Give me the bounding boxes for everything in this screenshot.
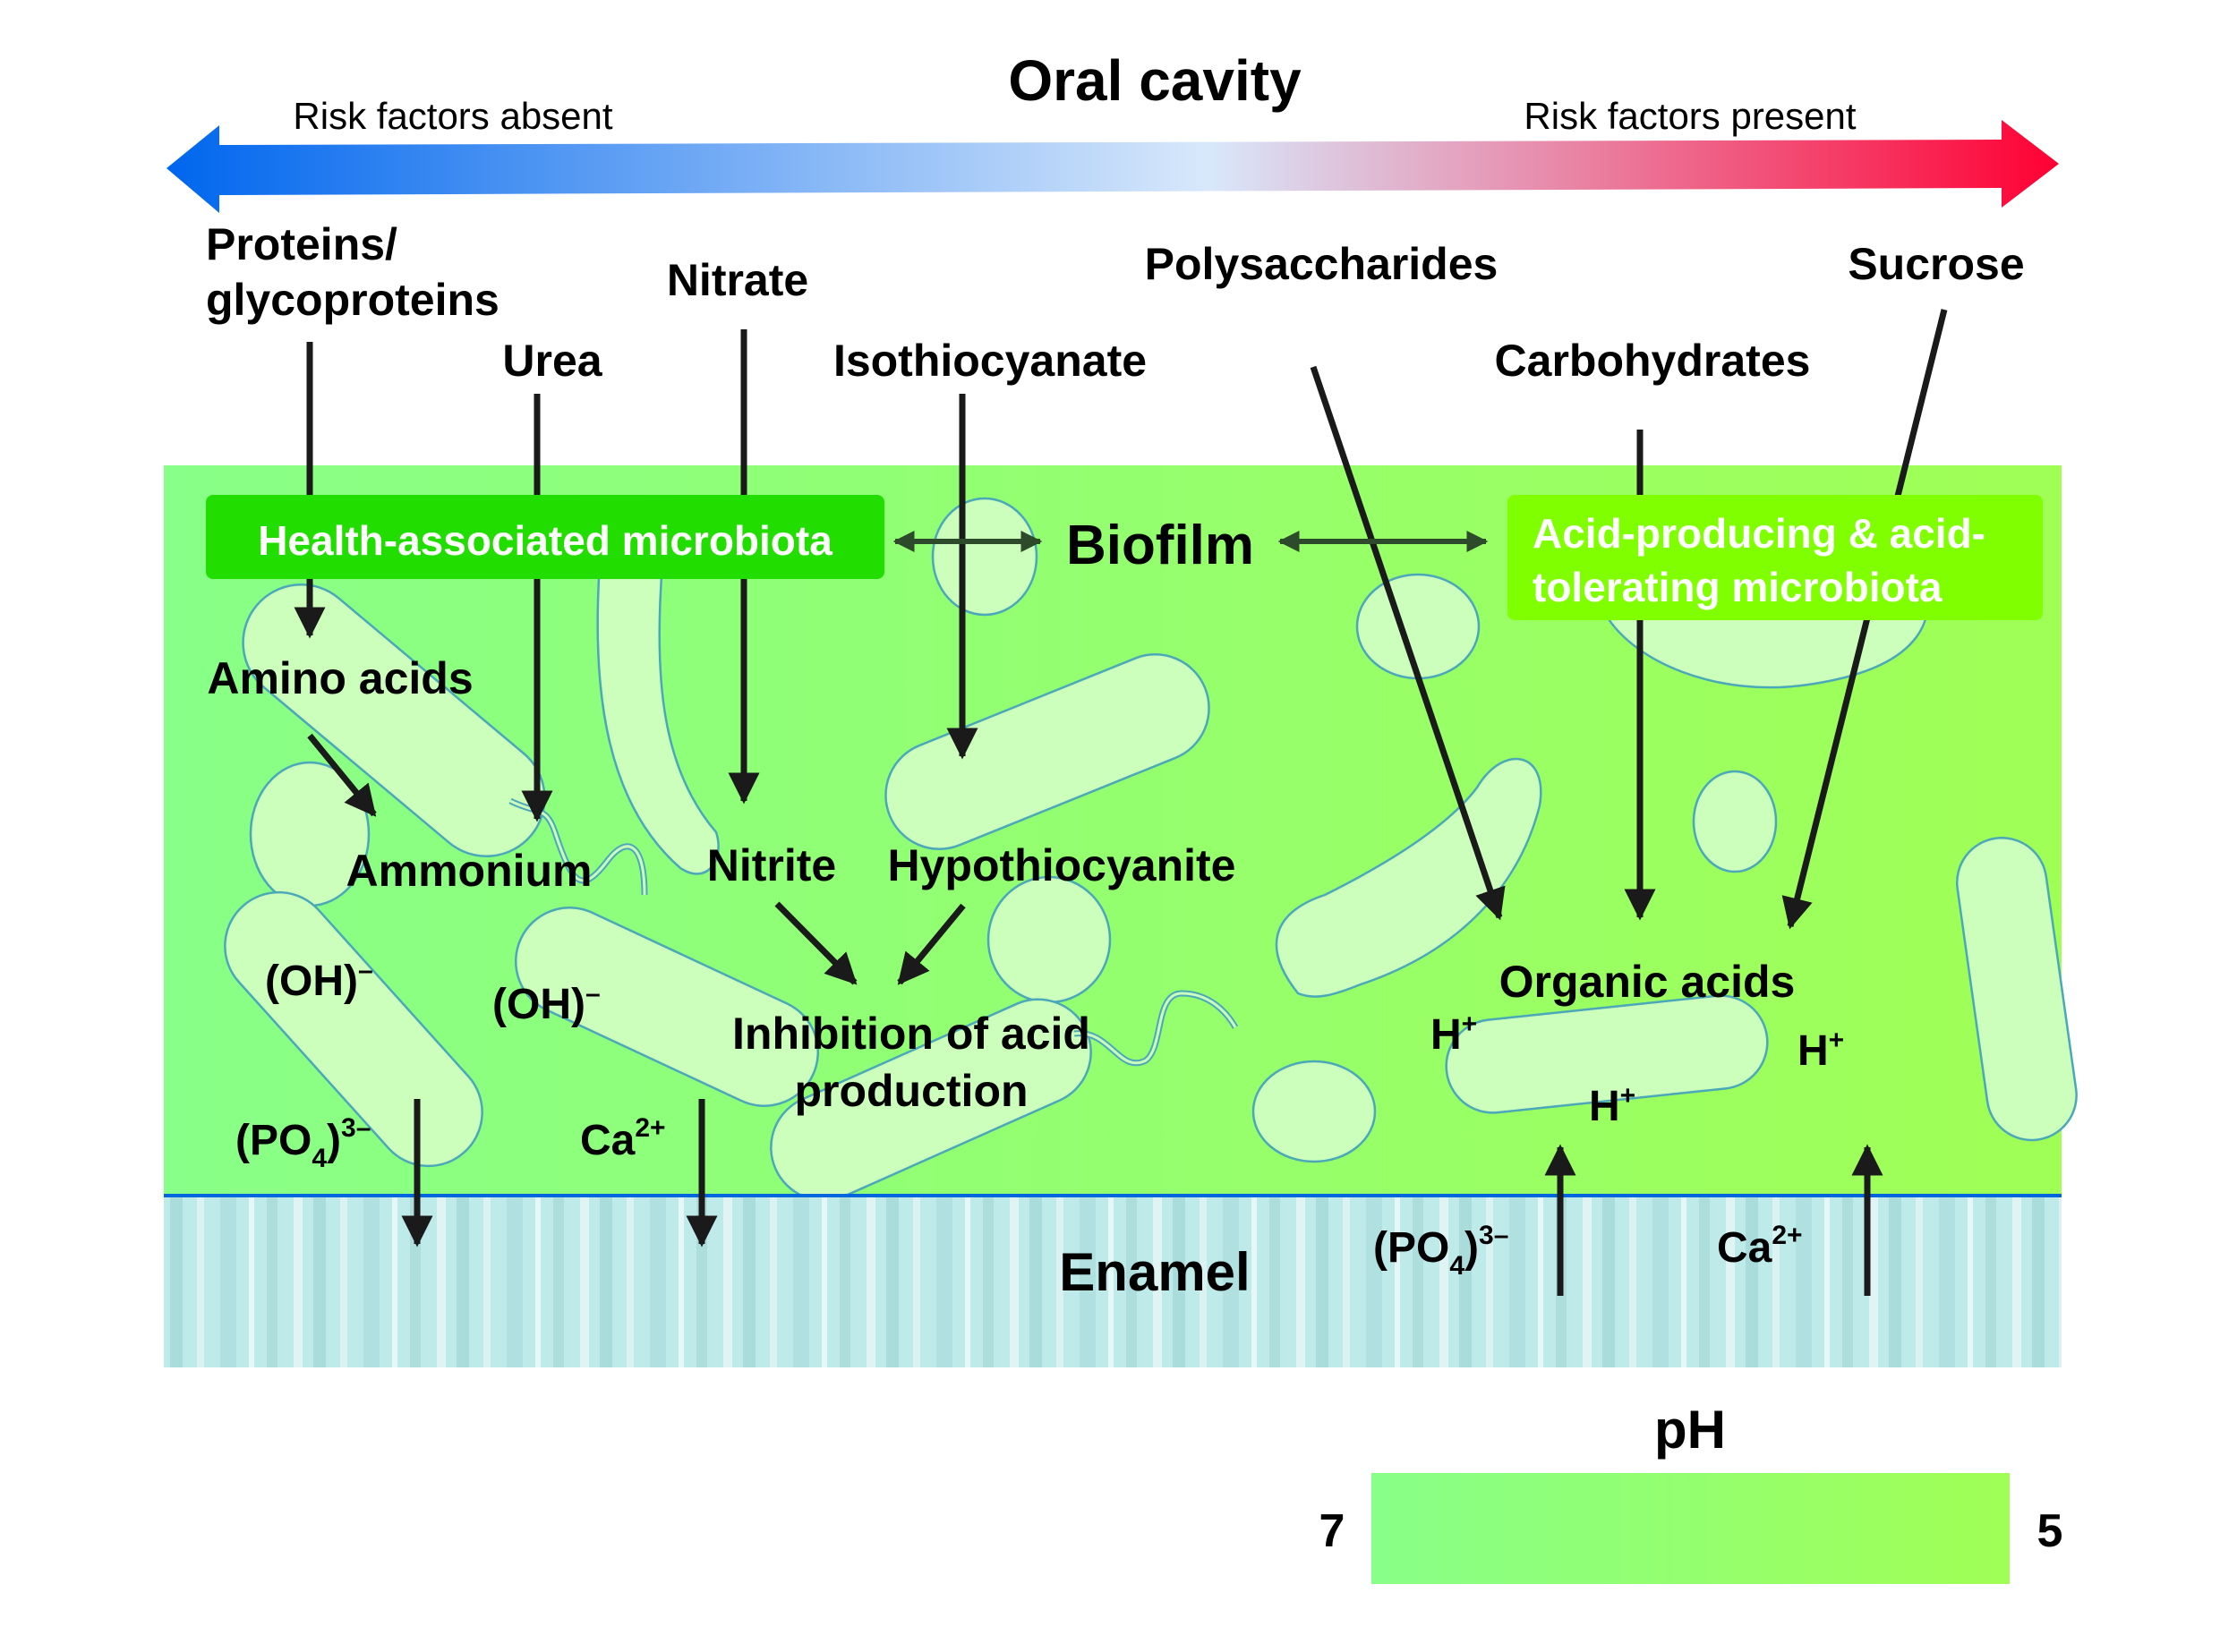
ph-scale-min: 7 (1319, 1505, 1345, 1557)
label-hypothiocyanite: Hypothiocyanite (888, 840, 1236, 890)
flagellum (1073, 992, 1237, 1065)
ph-scale-bar (1371, 1473, 2010, 1584)
ph-scale-title: pH (1654, 1400, 1726, 1460)
label-biofilm: Biofilm (1066, 515, 1254, 576)
label-organic-acids: Organic acids (1499, 957, 1796, 1007)
bacterium-rod (1955, 837, 2078, 1142)
label-sucrose: Sucrose (1848, 239, 2024, 289)
bacterium-curved-rod (1275, 757, 1542, 998)
bacterium-coccus (986, 875, 1112, 1004)
arrow-amino-to-ammonium (307, 733, 377, 817)
bacterium-rod (242, 583, 546, 858)
label-phosphate-enamel: (PO4)3– (1373, 1221, 1508, 1281)
acid-microbiota-label-line1: Acid-producing & acid- (1533, 510, 1985, 557)
arrow-nitrite-to-inhibition (774, 901, 858, 985)
label-amino-acids: Amino acids (207, 653, 473, 703)
label-calcium: Ca2+ (580, 1113, 666, 1164)
bacterium-rod (884, 653, 1210, 850)
label-polysaccharides: Polysaccharides (1145, 239, 1498, 289)
label-glycoproteins: glycoproteins (206, 275, 500, 325)
bacteria-cells (224, 497, 2078, 1202)
label-ammonium: Ammonium (346, 846, 593, 896)
label-proton: H+ (1589, 1081, 1635, 1130)
label-isothiocyanate: Isothiocyanate (833, 336, 1147, 386)
bacterium-curved-rod (596, 562, 720, 875)
label-hydroxide: (OH)– (492, 979, 601, 1028)
bacterium-rod (770, 998, 1092, 1202)
diagram-title: Oral cavity (1008, 48, 1302, 113)
risk-gradient-arrow (166, 120, 2059, 213)
label-nitrite: Nitrite (707, 840, 836, 890)
health-microbiota-label: Health-associated microbiota (258, 517, 832, 564)
health-microbiota-box (206, 495, 884, 579)
label-proton: H+ (1430, 1009, 1477, 1059)
risk-present-label: Risk factors present (1524, 95, 1856, 137)
risk-absent-label: Risk factors absent (293, 95, 612, 137)
label-hydroxide: (OH)– (265, 956, 373, 1005)
ph-scale-max: 5 (2037, 1505, 2063, 1557)
label-inhibition-line1: Inhibition of acid (732, 1009, 1090, 1059)
acid-microbiota-label-line2: tolerating microbiota (1533, 564, 1942, 610)
bacterium-coccus (1355, 573, 1481, 680)
acid-microbiota-box (1507, 495, 2043, 620)
bacterium-rod (514, 907, 820, 1107)
label-inhibition-line2: production (794, 1066, 1028, 1116)
label-proteins: Proteins/ (206, 219, 397, 269)
arrow-hypothiocyanite-to-inhibition (897, 903, 966, 985)
label-nitrate: Nitrate (667, 255, 808, 305)
label-phosphate: (PO4)3– (235, 1113, 371, 1173)
label-urea: Urea (502, 336, 602, 386)
label-calcium-enamel: Ca2+ (1717, 1221, 1803, 1272)
enamel-layer (164, 1195, 2062, 1367)
label-proton: H+ (1797, 1026, 1844, 1075)
bacterium-coccus (1251, 1060, 1377, 1163)
bacterium-coccus (931, 497, 1038, 617)
arrow-polysaccharides-to-organic (1310, 365, 1506, 921)
bacterium-coccus (1692, 770, 1778, 873)
label-carbohydrates: Carbohydrates (1495, 336, 1811, 386)
bacterium-rod (224, 890, 483, 1168)
bacterium-rod (1445, 994, 1769, 1114)
label-enamel: Enamel (1059, 1242, 1250, 1302)
